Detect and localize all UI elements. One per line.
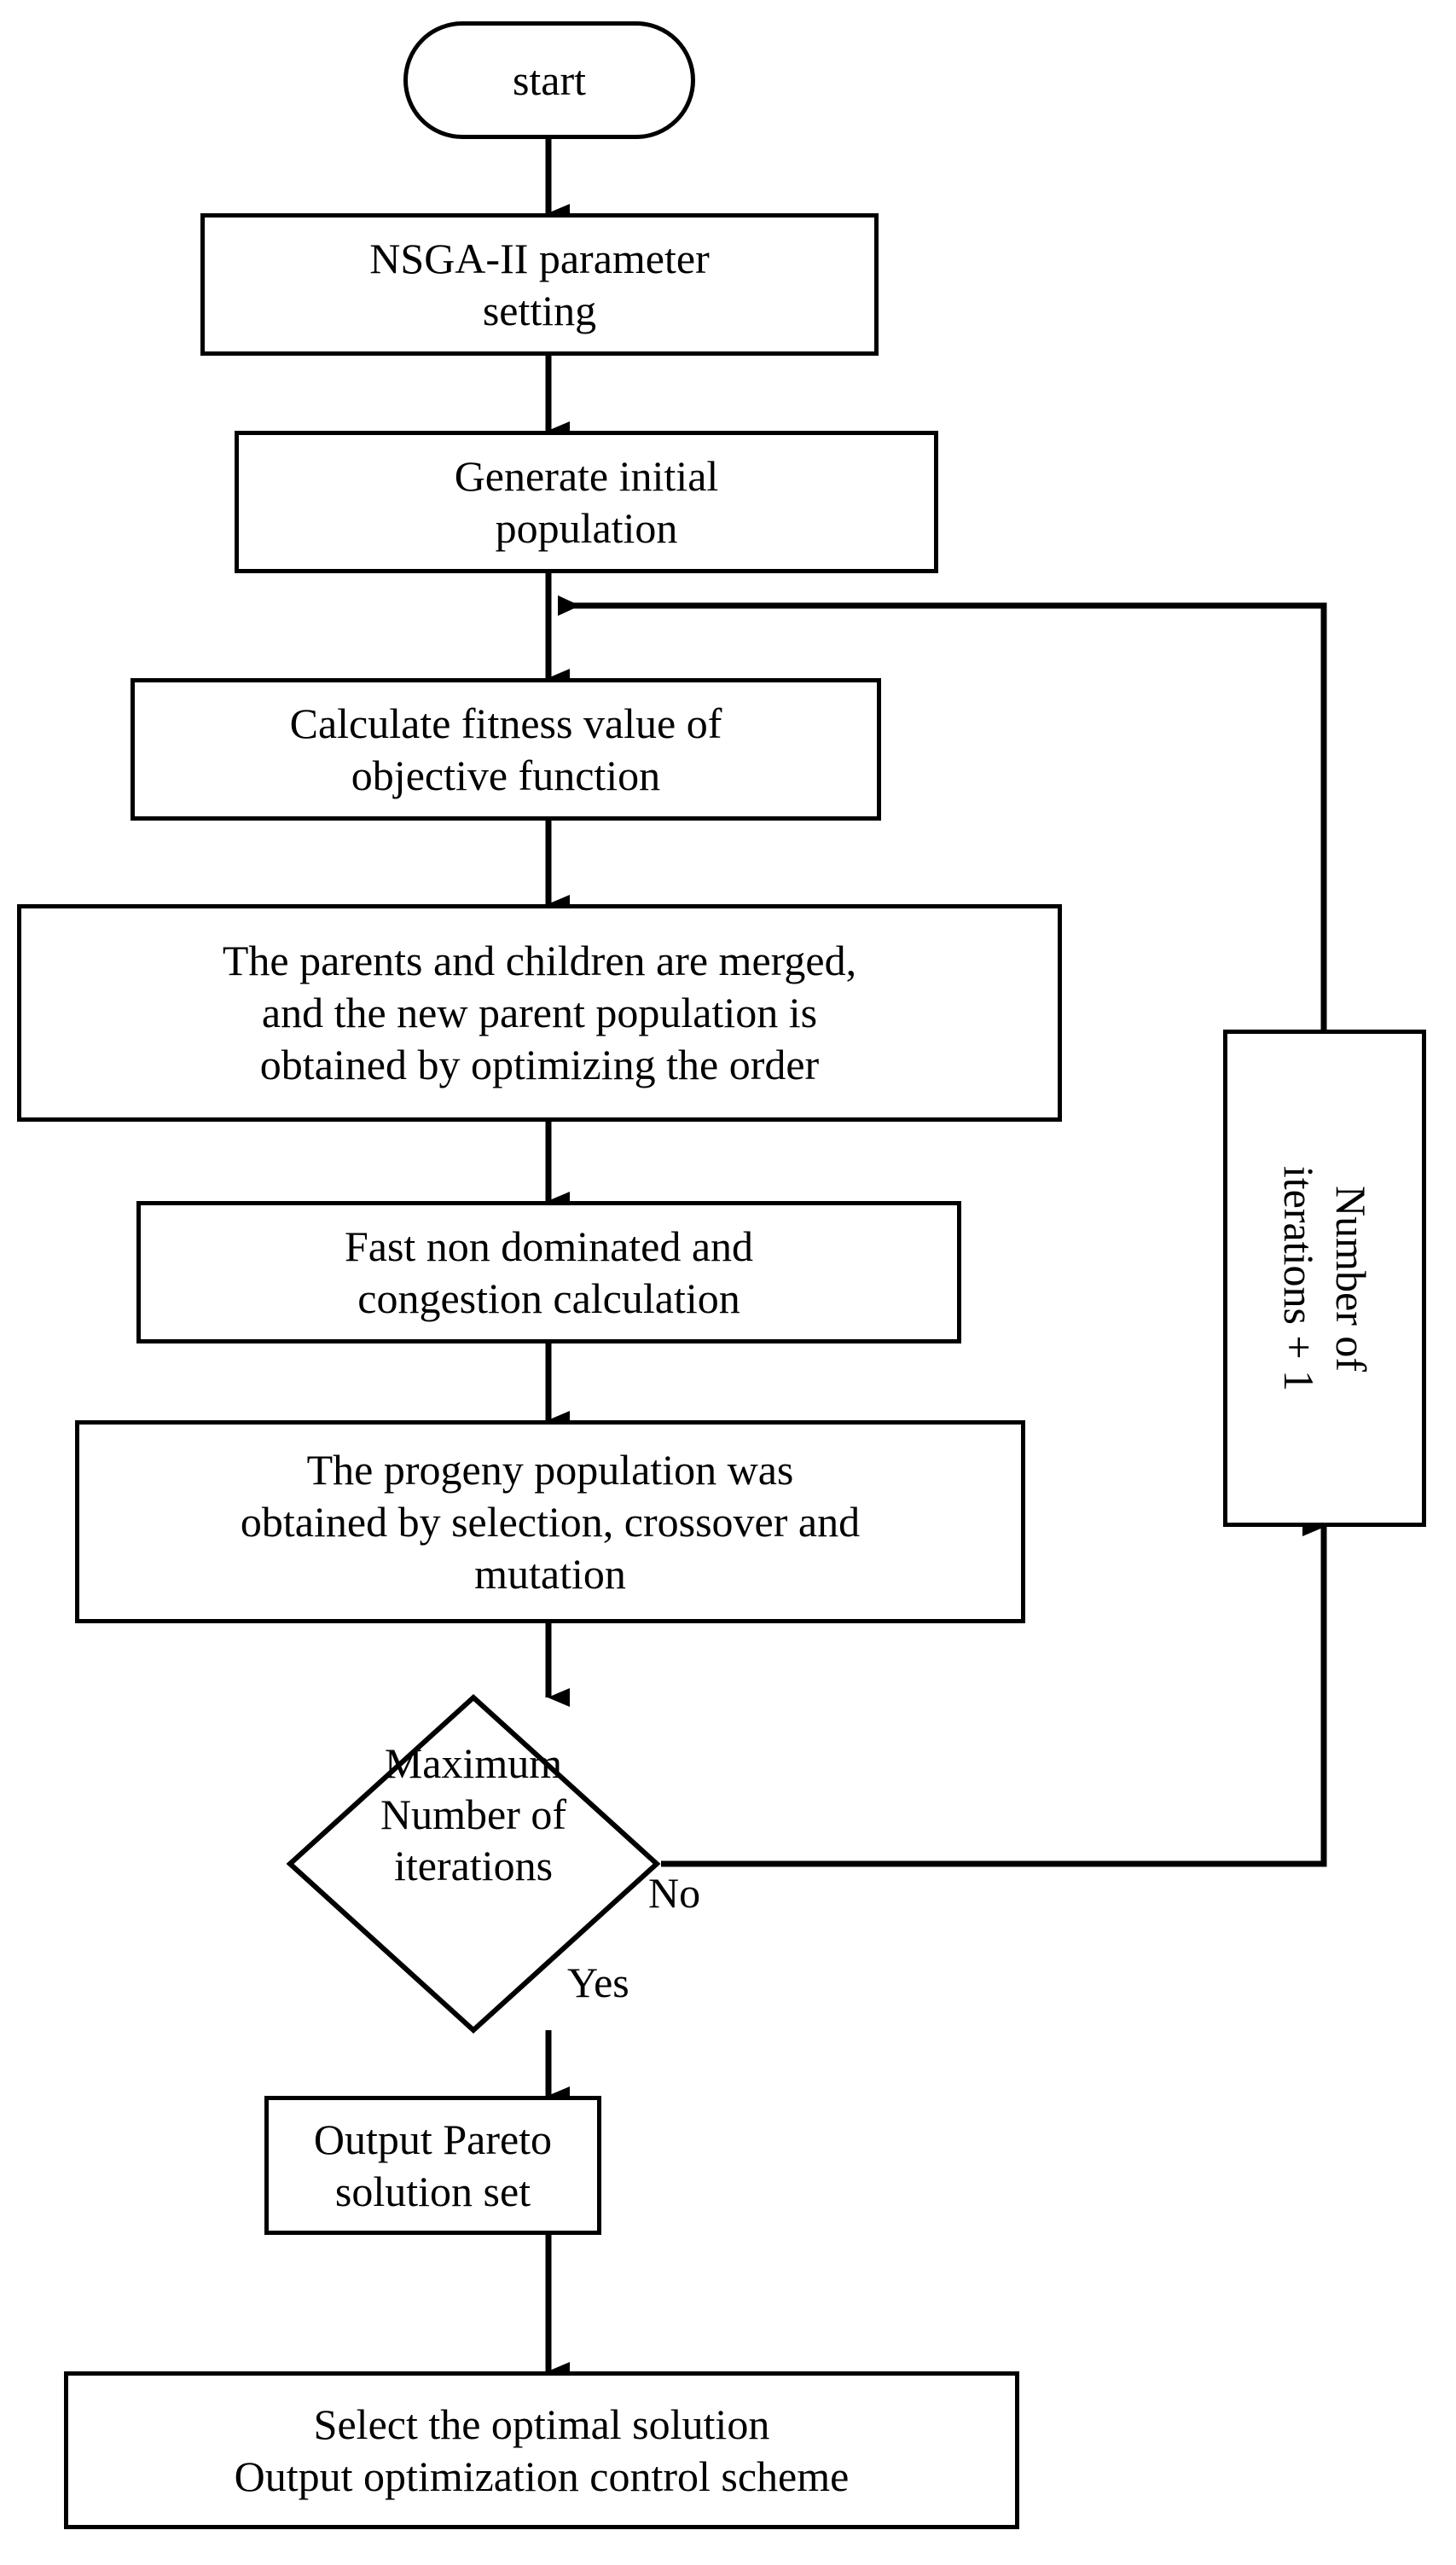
node-pareto-output[interactable]: Output Pareto solution set: [264, 2096, 601, 2235]
node-init-population[interactable]: Generate initial population: [235, 431, 938, 573]
edge-label-yes: Yes: [567, 1959, 629, 2006]
node-merge-parents-label: The parents and children are merged, and…: [222, 937, 857, 1088]
decision-diamond-shape: [286, 1693, 661, 2034]
node-final-output[interactable]: Select the optimal solution Output optim…: [64, 2371, 1019, 2529]
node-non-dominated[interactable]: Fast non dominated and congestion calcul…: [136, 1201, 961, 1343]
node-decision[interactable]: [286, 1693, 661, 2034]
node-final-output-label: Select the optimal solution Output optim…: [234, 2400, 850, 2500]
node-start-label: start: [512, 55, 587, 104]
edge-label-no: No: [648, 1869, 701, 1917]
node-fitness-label: Calculate fitness value of objective fun…: [289, 699, 722, 799]
node-param-setting-label: NSGA-II parameter setting: [369, 234, 710, 334]
node-start[interactable]: start: [403, 21, 695, 139]
node-non-dominated-label: Fast non dominated and congestion calcul…: [344, 1222, 754, 1322]
node-fitness[interactable]: Calculate fitness value of objective fun…: [131, 678, 881, 821]
node-progeny-label: The progeny population was obtained by s…: [240, 1445, 861, 1598]
node-init-population-label: Generate initial population: [454, 451, 719, 552]
node-iteration-counter-label: Number of iterations + 1: [1275, 1165, 1375, 1391]
node-merge-parents[interactable]: The parents and children are merged, and…: [17, 904, 1062, 1122]
node-progeny[interactable]: The progeny population was obtained by s…: [75, 1420, 1025, 1623]
node-decision-label: Maximum Number of iterations: [380, 1739, 566, 1889]
node-iteration-counter[interactable]: Number of iterations + 1: [1223, 1030, 1426, 1527]
node-pareto-output-label: Output Pareto solution set: [313, 2115, 553, 2215]
node-param-setting[interactable]: NSGA-II parameter setting: [200, 213, 879, 356]
